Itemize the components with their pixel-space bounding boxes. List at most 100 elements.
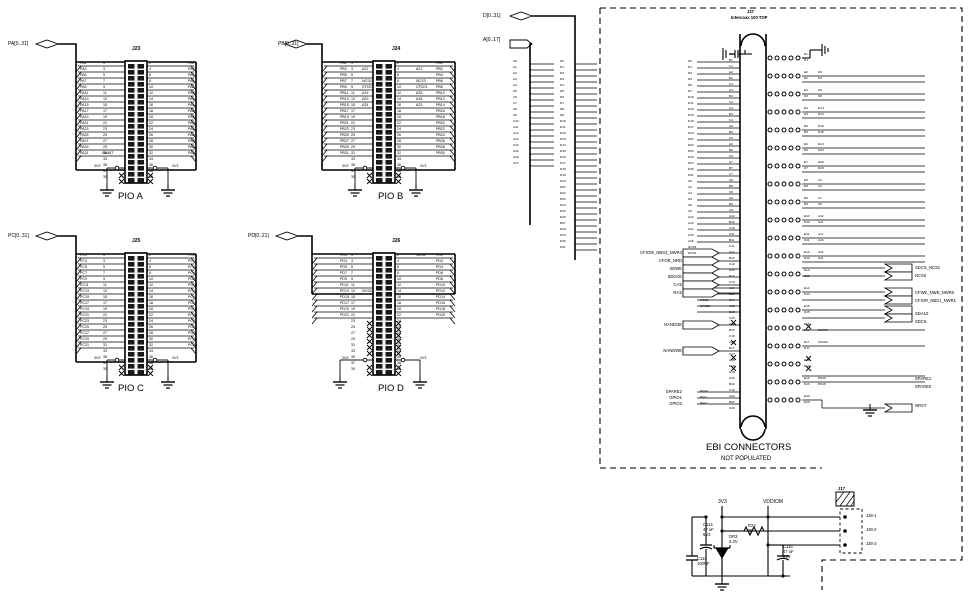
bus-tap-D8: D8 xyxy=(560,106,564,111)
ebi-pin-E18: E18 xyxy=(804,358,810,362)
pin-left-pio-c-1: PC1 xyxy=(80,253,87,257)
ebi-left-net-D17: D17 xyxy=(688,124,694,129)
pinnum-pio-a-1: 1 xyxy=(103,61,105,65)
bus-tap-A17: A17 xyxy=(513,160,519,165)
bus-tap-D20: D20 xyxy=(560,178,566,183)
ebi-pin-E17: E17 xyxy=(804,340,810,344)
ebi-flag-CFOE_NRD[interactable]: CFOE_NRD xyxy=(658,258,682,263)
ebi-pin-E9: E9 xyxy=(804,196,808,200)
ebi-left-net-D1: D1 xyxy=(688,64,692,69)
bus-label-D031[interactable]: D[0..31] xyxy=(483,12,501,19)
pin-right-pio-a-10: PA8 xyxy=(188,85,195,89)
pin-right-pio-c-20: PC18 xyxy=(188,307,197,311)
ebi-flag-CAS[interactable]: CAS xyxy=(673,282,682,287)
ebi-flag-SDCKE[interactable]: SDCKE xyxy=(667,274,682,279)
ebi-pin-A15: A15 xyxy=(729,304,735,308)
power-net-3V3: 3V3 xyxy=(718,499,727,505)
component-ref-C115: C115 xyxy=(783,544,793,549)
ebi-left-net-A15: A15 xyxy=(688,232,694,237)
pin-right-pio-c-2: PC0 xyxy=(188,253,195,257)
component-ref-R22: R22 xyxy=(748,523,756,528)
pinnum-pio-a-31: 31 xyxy=(103,151,107,155)
pinnum-pio-d-21: 21 xyxy=(351,313,355,317)
ebi-outnet-CFWE_NWE_NWR0[interactable]: CFWE_NWE_NWR0 xyxy=(915,290,955,295)
bus-label-PB031[interactable]: PB[0..31] xyxy=(278,40,299,47)
ebi-left-net-A5: A5 xyxy=(688,196,692,201)
pinnum-pio-b-32: 32 xyxy=(397,151,401,155)
ebi-right-net-D4: D4 xyxy=(818,70,822,74)
ebi-pin-E19: E19 xyxy=(804,376,810,380)
pinnum-pio-b-23: 23 xyxy=(351,127,355,131)
pin-right-pio-d-4: PD2 xyxy=(436,259,443,263)
netalt-left-pio-b-11: A19 xyxy=(362,91,369,95)
pin-left-pio-a-19: PA19 xyxy=(80,115,89,119)
ebi-pin-A17: A17 xyxy=(729,340,735,344)
ebi-left-net-A10: A10 xyxy=(688,214,694,219)
ebi-pin-C9: C9 xyxy=(729,208,733,212)
ebi-right-net-D9: D9 xyxy=(818,88,822,92)
ebi-outnet-SDCS_NCS1[interactable]: SDCS_NCS1 xyxy=(915,265,941,270)
ebi-pin-A10: A10 xyxy=(729,214,735,218)
ebi-outnet-NCS0[interactable]: NCS0 xyxy=(915,273,927,278)
ebi-pin-E4: E4 xyxy=(804,106,808,110)
pinnum-pio-d-2: 2 xyxy=(397,253,399,257)
pinnum-pio-d-10: 10 xyxy=(397,277,401,281)
pinnum-pio-c-25: 25 xyxy=(103,325,107,329)
ebi-flag-RAS[interactable]: RAS xyxy=(673,290,682,295)
netalt-right-pio-b-8: NCS3 xyxy=(416,79,426,83)
ebi-pin-D19: D19 xyxy=(804,382,810,386)
pin-left-pio-b-23: PB23 xyxy=(340,127,349,131)
ebi-pin-B10: B10 xyxy=(729,220,735,224)
pin-right-pio-d-12: PD10 xyxy=(436,283,445,287)
ebi-outnet-NRST[interactable]: NRST xyxy=(915,403,927,408)
power-left-pio-b: 3V3 xyxy=(342,164,349,168)
bus-label-A017[interactable]: A[0..17] xyxy=(483,36,501,43)
ebi-pin-B4: B4 xyxy=(729,112,733,116)
ebi-left-net-D10: D10 xyxy=(688,94,694,99)
ebi-flag-GPIO1[interactable]: GPIO1 xyxy=(669,395,682,400)
pin-left-pio-b-17: PB17 xyxy=(340,109,349,113)
bus-tap-A16: A16 xyxy=(513,154,519,159)
bus-label-PC031[interactable]: PC[0..31] xyxy=(8,232,29,239)
ebi-right-net-A2: A2 xyxy=(818,178,822,182)
pin-left-pio-d-1: PD1 xyxy=(340,253,347,257)
ebi-flag-SPARE2[interactable]: SPARE2 xyxy=(665,389,682,394)
bus-label-PD021[interactable]: PD[0..21] xyxy=(248,232,269,239)
ebi-outnet-SDCK[interactable]: SDCK xyxy=(915,319,927,324)
ebi-right-net-A7: A7 xyxy=(818,196,822,200)
pin-left-pio-d-5: PD5 xyxy=(340,265,347,269)
ebi-pin-E3: E3 xyxy=(804,88,808,92)
pinnum-pio-a-27: 27 xyxy=(103,139,107,143)
ebi-left-net-D22: D22 xyxy=(688,142,694,147)
ebi-pin-A9: A9 xyxy=(729,196,733,200)
pinnum-pio-c-1: 1 xyxy=(103,253,105,257)
ebi-flag-SDWE[interactable]: SDWE xyxy=(669,266,682,271)
component-val-C113: 100NF xyxy=(697,561,710,566)
pinnum-pio-a-14: 14 xyxy=(149,97,153,101)
pin-right-pio-c-32: PC30 xyxy=(188,343,197,347)
ebi-flag-CFIOW_NBS3_NWR3[interactable]: CFIOW_NBS3_NWR3 xyxy=(640,250,682,255)
netalt-right-pio-b-10: CFCE1 xyxy=(416,85,428,89)
pinnum-pio-c-19: 19 xyxy=(103,307,107,311)
pinnum-pio-c-35: 35 xyxy=(103,355,107,359)
ebi-flag-GPIO2[interactable]: GPIO2 xyxy=(669,401,682,406)
ebi-pin-E15: E15 xyxy=(804,304,810,308)
ebi-pin-D18: D18 xyxy=(804,364,810,368)
pinnum-pio-d-14: 14 xyxy=(397,289,401,293)
ebi-outnet-SPARE1: SPARE1 xyxy=(915,376,932,381)
bus-label-PA031[interactable]: PA[0..31] xyxy=(8,40,29,47)
ebi-outnet-SDA10[interactable]: SDA10 xyxy=(915,311,929,316)
pin-left-pio-c-5: PC5 xyxy=(80,265,87,269)
ebi-flag-NANDWE[interactable]: NANDWE xyxy=(663,348,682,353)
pin-left-pio-a-31: PA31 xyxy=(80,151,89,155)
ebi-outnet-CFIOR_NBS1_NWR1[interactable]: CFIOR_NBS1_NWR1 xyxy=(915,298,956,303)
pio-d-graphics xyxy=(274,231,456,389)
bus-tap-D25: D25 xyxy=(560,208,566,213)
pinnum-pio-d-15: 15 xyxy=(351,295,355,299)
ebi-flag-NANDOE[interactable]: NANDOE xyxy=(664,322,682,327)
pinnum-pio-b-27: 27 xyxy=(351,139,355,143)
ebi-right-net-A21: A21 xyxy=(818,256,824,260)
pinnum-pio-b-24: 24 xyxy=(397,127,401,131)
pinnum-pio-a-29: 29 xyxy=(103,145,107,149)
pin-right-pio-b-16: PB14 xyxy=(436,103,445,107)
